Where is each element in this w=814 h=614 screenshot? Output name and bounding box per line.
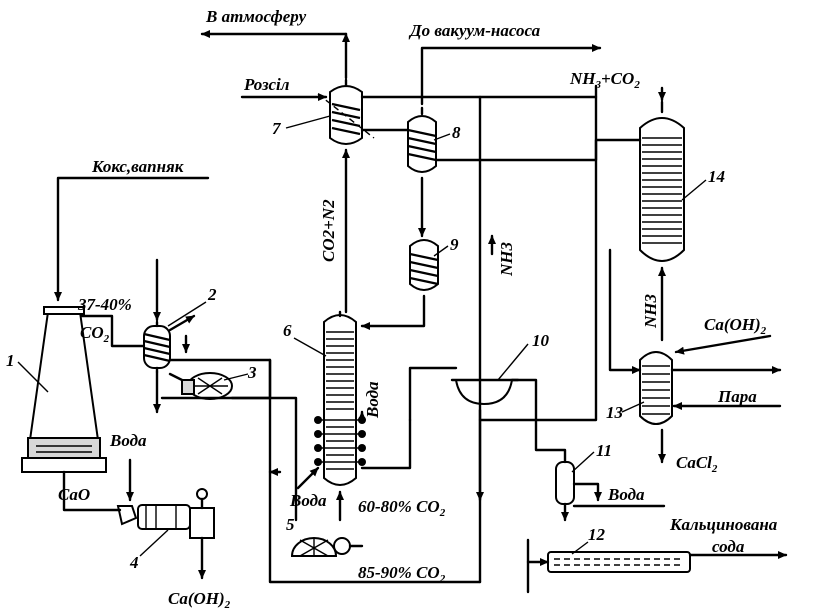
carbonation-column xyxy=(314,310,366,486)
label-num-8: 8 xyxy=(452,123,461,142)
label-num-12: 12 xyxy=(588,525,606,544)
lime-slaker xyxy=(116,488,215,539)
condenser-9 xyxy=(409,239,439,291)
label-co2-kiln: CO2 xyxy=(80,323,110,345)
co2-compressor xyxy=(290,537,351,557)
condenser-8 xyxy=(407,106,437,173)
label-nh3-co2: NH3+CO2 xyxy=(569,69,640,91)
label-water-slaker: Вода xyxy=(109,431,147,450)
label-co2-85-90: 85-90% CO2 xyxy=(358,563,446,585)
label-num-7: 7 xyxy=(272,119,282,138)
distiller xyxy=(639,351,673,425)
label-num-10: 10 xyxy=(532,331,550,350)
separator-11 xyxy=(555,461,575,505)
label-soda-line1: Кальцинована xyxy=(669,515,778,534)
label-nh3-distiller: NH3 xyxy=(641,294,660,330)
soda-calciner xyxy=(547,551,691,573)
label-coke-limestone: Кокс,вапняк xyxy=(91,157,184,176)
gas-cooler xyxy=(143,320,171,374)
label-num-9: 9 xyxy=(450,235,459,254)
absorption-column xyxy=(639,100,685,262)
label-num-6: 6 xyxy=(283,321,292,340)
vacuum-filter xyxy=(450,378,520,406)
washer-absorber xyxy=(317,78,375,145)
label-atmosphere: В атмосферу xyxy=(205,7,307,26)
gas-compressor xyxy=(181,372,233,400)
label-water-column: Вода xyxy=(363,381,382,419)
label-water-bottom: Вода xyxy=(289,491,327,510)
label-caoh2-out: Ca(OH)2 xyxy=(168,589,231,611)
label-cacl2: CaCl2 xyxy=(676,453,718,475)
label-water-separator: Вода xyxy=(607,485,645,504)
label-num-3: 3 xyxy=(247,363,257,382)
label-cao: CaO xyxy=(58,485,90,504)
pipelines xyxy=(54,30,788,594)
label-num-4: 4 xyxy=(129,553,139,572)
label-num-2: 2 xyxy=(207,285,217,304)
label-caoh2-in: Ca(OH)2 xyxy=(704,315,767,337)
label-num-13: 13 xyxy=(606,403,624,422)
label-co2-n2: CO2+N2 xyxy=(319,199,338,262)
label-co2-60-80: 60-80% CO2 xyxy=(358,497,446,519)
label-num-11: 11 xyxy=(596,441,612,460)
stream-labels: В атмосферу До вакуум-насоса Розсіл Кокс… xyxy=(58,7,778,611)
label-num-14: 14 xyxy=(708,167,725,186)
label-co2-percent: 37-40% xyxy=(77,295,132,314)
label-soda-line2: сода xyxy=(712,537,745,556)
label-vacuum-pump: До вакуум-насоса xyxy=(408,21,541,40)
label-brine: Розсіл xyxy=(243,75,290,94)
label-num-5: 5 xyxy=(286,515,295,534)
label-steam: Пара xyxy=(717,387,757,406)
label-num-1: 1 xyxy=(6,351,15,370)
label-nh3-vertical: NH3 xyxy=(497,242,516,278)
equipment-numbers: 1 2 3 4 5 6 7 8 9 10 11 12 13 14 xyxy=(6,115,725,572)
